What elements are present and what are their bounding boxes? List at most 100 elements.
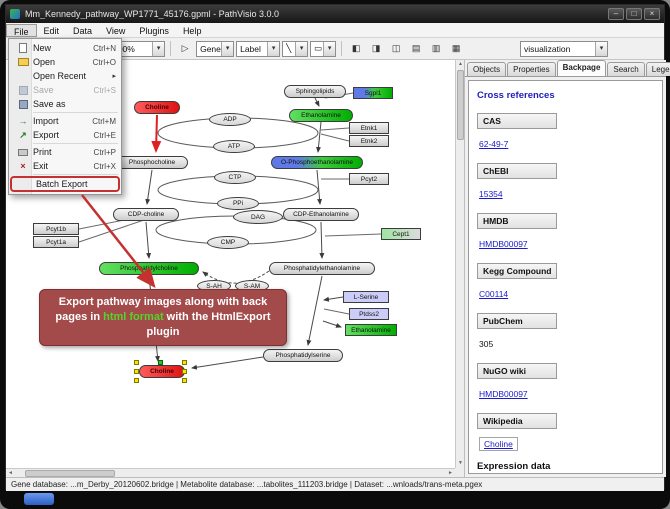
- menu-plugins[interactable]: Plugins: [139, 25, 169, 36]
- window-title: Mm_Kennedy_pathway_WP1771_45176.gpml - P…: [25, 9, 279, 19]
- window-controls: – □ ×: [608, 8, 660, 20]
- scroll-right-icon[interactable]: ►: [448, 469, 453, 476]
- tab-objects[interactable]: Objects: [467, 62, 507, 76]
- pathway-node-cept1[interactable]: Cept1: [381, 228, 421, 240]
- crossref-link-hmdb[interactable]: HMDB00097: [479, 239, 528, 249]
- pathway-node-o-phosphoethanolamine[interactable]: O-Phosphoethanolamine: [271, 156, 363, 169]
- file-menu-item-open[interactable]: Open Ctrl+O: [9, 55, 121, 69]
- pathway-node-choline-selected[interactable]: Choline: [139, 365, 185, 378]
- align-left-button[interactable]: ◧: [347, 40, 365, 57]
- pathway-node-sgpl1[interactable]: Sgpl1: [353, 87, 393, 99]
- pathway-node-dag[interactable]: DAG: [233, 210, 283, 224]
- menu-view[interactable]: View: [106, 25, 126, 36]
- pathway-node-etnk2[interactable]: Etnk2: [349, 135, 389, 147]
- selection-handle[interactable]: [134, 369, 139, 374]
- scroll-up-icon[interactable]: ▲: [458, 61, 463, 67]
- file-menu-label: New: [33, 43, 52, 53]
- tab-properties[interactable]: Properties: [507, 62, 556, 76]
- file-menu-item-save-as[interactable]: Save as: [9, 97, 121, 111]
- selection-tool-button[interactable]: ▷: [176, 40, 194, 57]
- zoom-select[interactable]: 100% ▾: [109, 40, 166, 57]
- side-panel-tabs: Objects Properties Backpage Search Legen…: [465, 60, 670, 77]
- crossref-link-wikipedia[interactable]: Choline: [479, 437, 518, 451]
- pathway-node-phosphocholine[interactable]: Phosphocholine: [116, 156, 188, 169]
- selection-handle[interactable]: [134, 360, 139, 365]
- pathway-node-ptdss2[interactable]: Ptdss2: [349, 308, 389, 320]
- crossref-link-kegg[interactable]: C00114: [479, 289, 509, 299]
- pathway-node-atp[interactable]: ATP: [213, 140, 255, 153]
- close-button[interactable]: ×: [644, 8, 660, 20]
- stack-bottom-button[interactable]: ▦: [447, 40, 465, 57]
- pathway-node-pcyt1a[interactable]: Pcyt1a: [33, 236, 79, 248]
- stack-top-button[interactable]: ▤: [407, 40, 425, 57]
- maximize-button[interactable]: □: [626, 8, 642, 20]
- pathway-node-cmp[interactable]: CMP: [207, 236, 249, 249]
- align-right-button[interactable]: ◨: [367, 40, 385, 57]
- pathway-node-cdp-choline[interactable]: CDP-choline: [113, 208, 179, 221]
- file-menu-label: Exit: [33, 161, 49, 171]
- pathway-node-ctp[interactable]: CTP: [214, 171, 256, 184]
- tab-legend[interactable]: Legend: [645, 62, 670, 76]
- crossref-header: NuGO wiki: [477, 363, 557, 379]
- selection-handle[interactable]: [182, 369, 187, 374]
- tab-backpage[interactable]: Backpage: [556, 60, 607, 76]
- crossref-section-hmdb: HMDB HMDB00097: [477, 211, 654, 252]
- file-menu-label: Import: [33, 116, 59, 126]
- pathway-node-phosphatidylethanolamine[interactable]: Phosphatidylethanolamine: [269, 262, 375, 275]
- visualization-select[interactable]: visualization ▾: [520, 40, 608, 57]
- crossref-section-pubchem: PubChem 305: [477, 311, 654, 352]
- menu-file[interactable]: File: [6, 23, 37, 37]
- file-menu-item-export[interactable]: ↗ Export Ctrl+E: [9, 128, 121, 142]
- file-menu-item-new[interactable]: New Ctrl+N: [9, 41, 121, 55]
- menu-data[interactable]: Data: [73, 25, 93, 36]
- rotation-handle[interactable]: [158, 360, 163, 365]
- selection-handle[interactable]: [182, 360, 187, 365]
- file-menu-item-save[interactable]: Save Ctrl+S: [9, 83, 121, 97]
- file-menu-item-exit[interactable]: × Exit Ctrl+X: [9, 159, 121, 173]
- file-menu-dropdown: New Ctrl+N Open Ctrl+O Open Recent ▸ Sav…: [8, 38, 122, 195]
- pathway-node-choline[interactable]: Choline: [134, 101, 180, 114]
- stack-middle-button[interactable]: ▥: [427, 40, 445, 57]
- pathway-node-phosphatidylserine[interactable]: Phosphatidylserine: [263, 349, 343, 362]
- file-menu-item-print[interactable]: Print Ctrl+P: [9, 145, 121, 159]
- pathway-node-etnk1[interactable]: Etnk1: [349, 122, 389, 134]
- pathway-node-ppi[interactable]: PPi: [217, 197, 259, 210]
- crossref-link-cas[interactable]: 62-49-7: [479, 139, 509, 149]
- datanode-dropdown[interactable]: Gene ▾: [196, 40, 235, 57]
- line-tool-dropdown[interactable]: ╲ ▾: [282, 40, 309, 57]
- pathway-node-ethanolamine[interactable]: Ethanolamine: [289, 109, 353, 122]
- shape-tool-dropdown[interactable]: ▭ ▾: [310, 40, 337, 57]
- file-menu-item-import[interactable]: → Import Ctrl+M: [9, 114, 121, 128]
- label-tool-dropdown[interactable]: Label ▾: [236, 40, 281, 57]
- scroll-down-icon[interactable]: ▼: [458, 460, 463, 466]
- tab-search[interactable]: Search: [607, 62, 645, 76]
- pathway-node-l-serine[interactable]: L-Serine: [343, 291, 389, 303]
- align-center-button[interactable]: ◫: [387, 40, 405, 57]
- pathway-node-pcyt1b[interactable]: Pcyt1b: [33, 223, 79, 235]
- vertical-scrollbar[interactable]: ▲ ▼: [455, 60, 464, 468]
- dropdown-arrow-icon: ▾: [323, 41, 336, 56]
- crossref-link-chebi[interactable]: 15354: [479, 189, 503, 199]
- file-menu-item-batch-export[interactable]: Batch Export: [10, 176, 120, 192]
- file-menu-item-open-recent[interactable]: Open Recent ▸: [9, 69, 121, 83]
- selection-handle[interactable]: [134, 378, 139, 383]
- pathway-node-phosphatidylcholine[interactable]: Phosphatidylcholine: [99, 262, 199, 275]
- selection-handle[interactable]: [182, 378, 187, 383]
- vertical-scroll-thumb[interactable]: [457, 70, 464, 140]
- horizontal-scroll-thumb[interactable]: [25, 469, 115, 477]
- scroll-left-icon[interactable]: ◄: [8, 469, 13, 476]
- pathway-node-pcyt2[interactable]: Pcyt2: [349, 173, 389, 185]
- menu-help[interactable]: Help: [182, 25, 202, 36]
- crossref-section-nugo: NuGO wiki HMDB00097: [477, 361, 654, 402]
- pathway-node-cdp-ethanolamine[interactable]: CDP-Ethanolamine: [283, 208, 359, 221]
- toolbar-separator: [170, 41, 172, 56]
- menu-bar: File Edit Data View Plugins Help: [6, 23, 664, 38]
- pathway-node-sphingolipids[interactable]: Sphingolipids: [284, 85, 346, 98]
- minimize-button[interactable]: –: [608, 8, 624, 20]
- horizontal-scrollbar[interactable]: ◄ ►: [6, 468, 455, 477]
- pathway-node-adp[interactable]: ADP: [209, 113, 251, 126]
- pathway-node-ethanolamine-2[interactable]: Ethanolamine: [345, 324, 397, 336]
- crossref-link-nugo[interactable]: HMDB00097: [479, 389, 528, 399]
- menu-edit[interactable]: Edit: [43, 25, 60, 36]
